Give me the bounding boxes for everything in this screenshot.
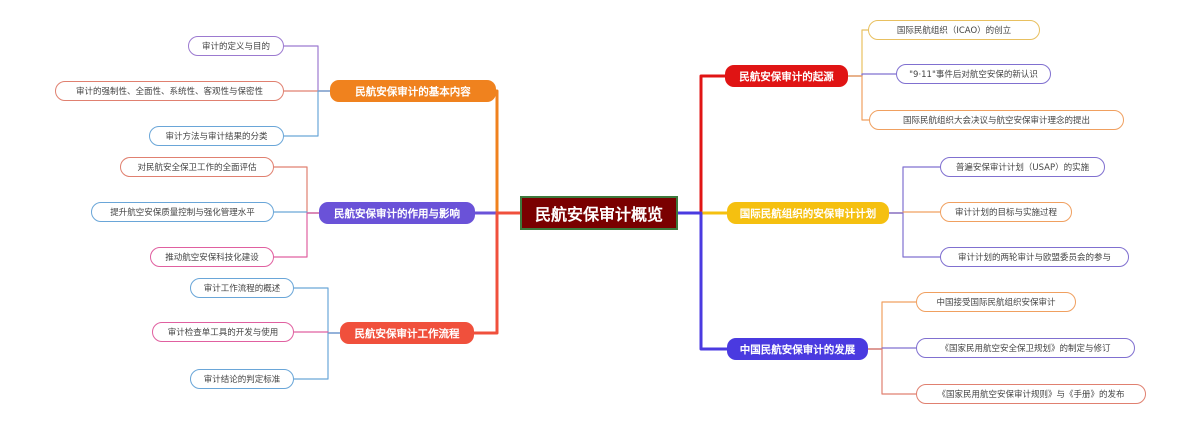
leaf-technology[interactable]: 推动航空安保科技化建设 [150,247,274,267]
branch-icao-program[interactable]: 国际民航组织的安保审计计划 [727,202,889,224]
connector-R1-2 [889,212,940,258]
connector-R1-0 [889,166,940,214]
leaf-checklist-tool[interactable]: 审计检查单工具的开发与使用 [152,322,294,342]
connector-R0-2 [848,75,869,121]
connector-root-R2 [678,211,727,351]
leaf-icao-resolution[interactable]: 国际民航组织大会决议与航空安保审计理念的提出 [869,110,1124,130]
leaf-911-awareness[interactable]: "9·11"事件后对航空安保的新认识 [896,64,1051,84]
leaf-audit-definition[interactable]: 审计的定义与目的 [188,36,284,56]
leaf-audit-methods[interactable]: 审计方法与审计结果的分类 [149,126,284,146]
leaf-program-goals[interactable]: 审计计划的目标与实施过程 [940,202,1072,222]
connector-L2-0 [294,287,340,334]
root-node[interactable]: 民航安保审计概览 [520,196,678,230]
leaf-workflow-overview[interactable]: 审计工作流程的概述 [190,278,294,298]
connector-R0-0 [848,29,868,77]
branch-basic-content[interactable]: 民航安保审计的基本内容 [330,80,496,102]
connector-L0-0 [284,45,330,92]
branch-workflow[interactable]: 民航安保审计工作流程 [340,322,474,344]
leaf-usap[interactable]: 普遍安保审计计划（USAP）的实施 [940,157,1105,177]
connector-R2-0 [868,301,916,350]
leaf-comprehensive-assessment[interactable]: 对民航安全保卫工作的全面评估 [120,157,274,177]
branch-china-development[interactable]: 中国民航安保审计的发展 [727,338,868,360]
branch-origin[interactable]: 民航安保审计的起源 [725,65,848,87]
leaf-audit-properties[interactable]: 审计的强制性、全面性、系统性、客观性与保密性 [55,81,284,101]
connector-L1-0 [274,166,319,214]
connector-L1-2 [274,212,319,258]
leaf-icao-founding[interactable]: 国际民航组织（ICAO）的创立 [868,20,1040,40]
connector-L2-2 [294,332,340,380]
connector-L0-2 [284,90,330,137]
connector-root-L0 [495,89,520,215]
branch-role-impact[interactable]: 民航安保审计的作用与影响 [319,202,475,224]
connector-root-R0 [678,74,725,215]
connector-root-L2 [474,211,520,335]
leaf-national-security-plan[interactable]: 《国家民用航空安全保卫规划》的制定与修订 [916,338,1135,358]
connector-R2-2 [868,348,916,395]
leaf-china-accepts-audit[interactable]: 中国接受国际民航组织安保审计 [916,292,1076,312]
leaf-audit-rules-manual[interactable]: 《国家民用航空安保审计规则》与《手册》的发布 [916,384,1146,404]
leaf-quality-control[interactable]: 提升航空安保质量控制与强化管理水平 [91,202,274,222]
leaf-conclusion-criteria[interactable]: 审计结论的判定标准 [190,369,294,389]
leaf-two-rounds-eu[interactable]: 审计计划的两轮审计与欧盟委员会的参与 [940,247,1129,267]
